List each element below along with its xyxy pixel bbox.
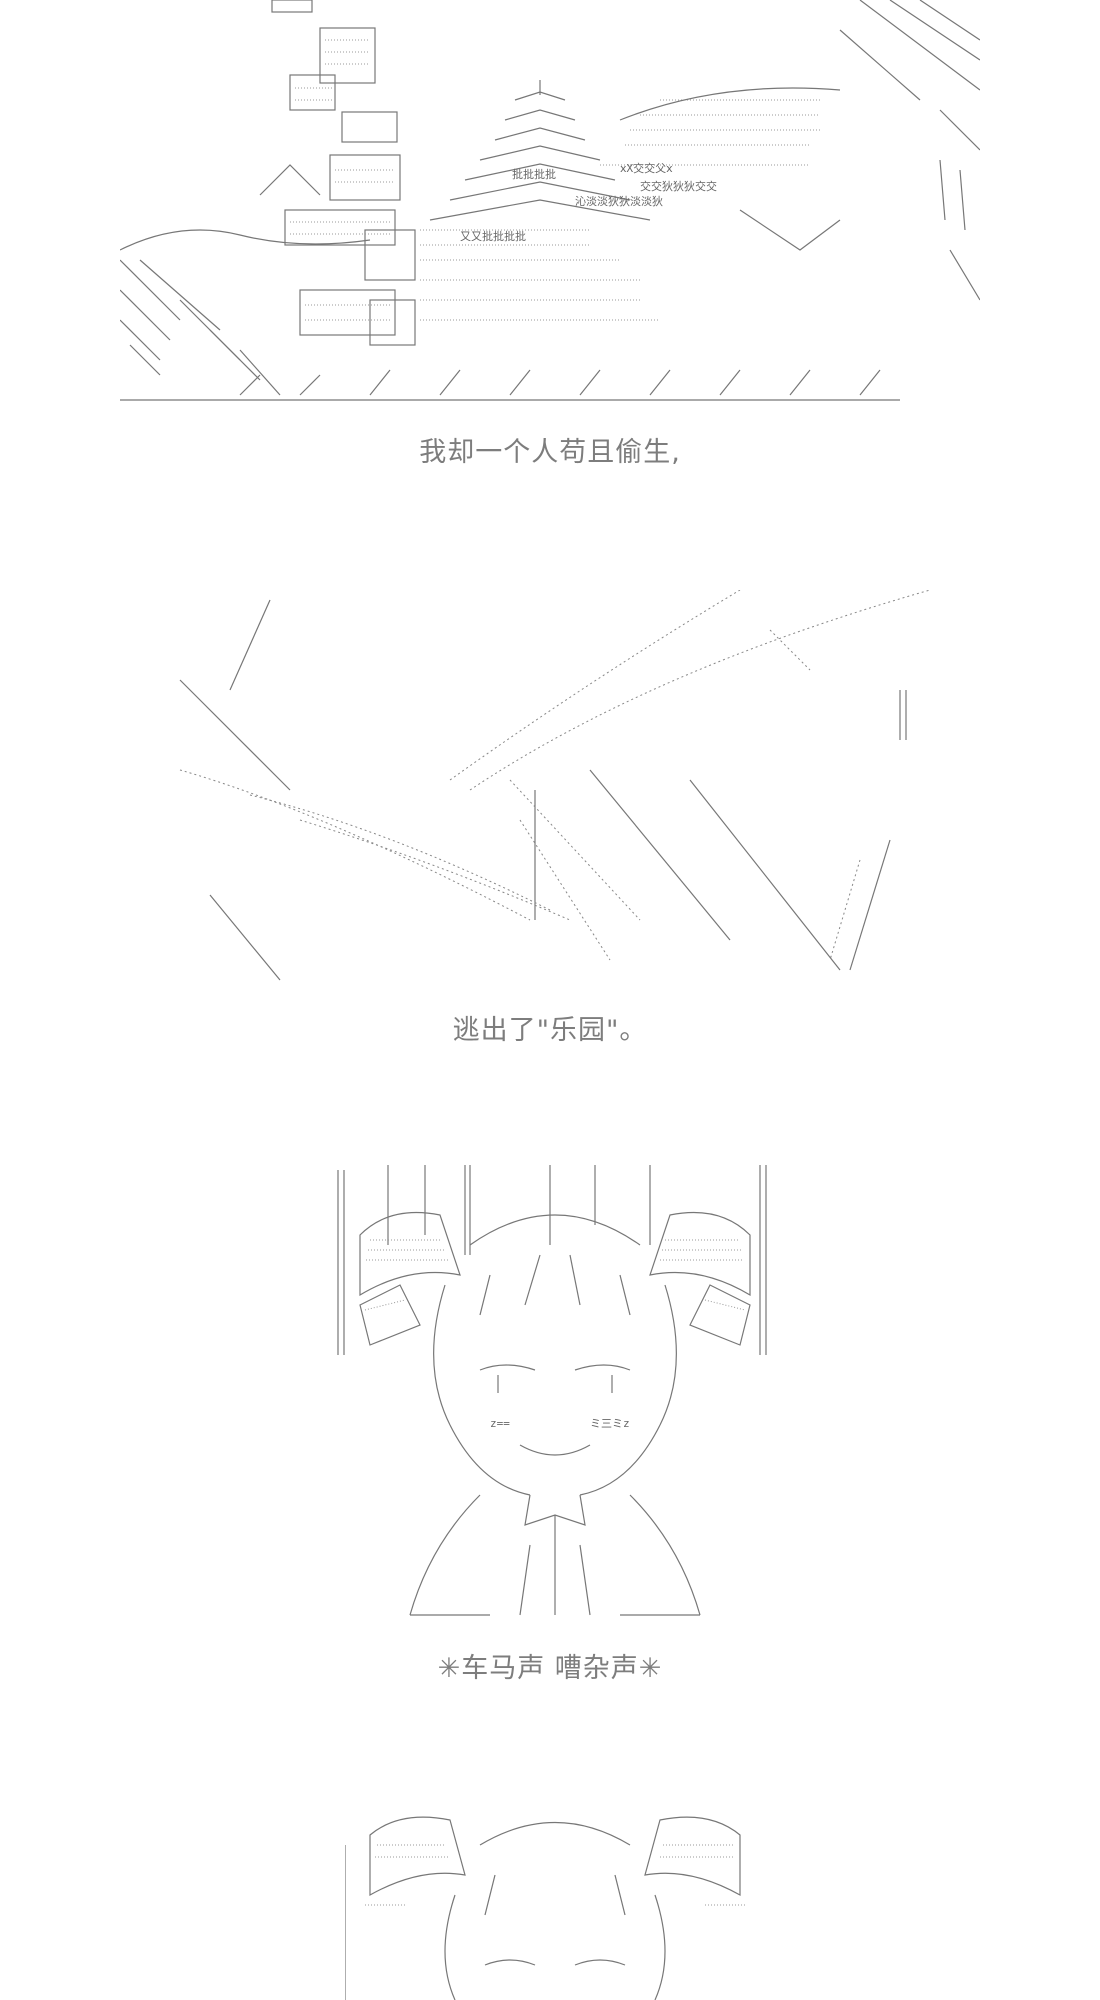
caption: ✳车马声 嘈杂声✳: [437, 1653, 663, 1684]
character-art-2: [345, 1816, 745, 2000]
art-text: 交交狄狄狄交交: [640, 179, 717, 193]
character-art: ミ三ミz z==: [337, 1165, 767, 1616]
art-panel-character-2: [345, 1805, 765, 2000]
caption: 我却一个人苟且偷生,: [419, 437, 681, 468]
speedlines-art: [179, 590, 930, 981]
art-panel-cityscape: 批批批批 ⅹX交交父ⅹ 沁淡淡狄狄淡淡狄 又又批批批批 交交狄狄狄交交: [120, 0, 980, 415]
cityscape-art: 批批批批 ⅹX交交父ⅹ 沁淡淡狄狄淡淡狄 又又批批批批 交交狄狄狄交交: [120, 0, 980, 401]
art-text: 批批批批: [512, 167, 556, 181]
art-text: ミ三ミz: [590, 1417, 630, 1430]
art-text: 又又批批批批: [460, 229, 526, 243]
caption: 逃出了"乐园"。: [452, 1015, 648, 1046]
art-panel-speedlines: [170, 590, 930, 990]
art-text: ⅹX交交父ⅹ: [620, 161, 673, 175]
art-text: 沁淡淡狄狄淡淡狄: [575, 195, 663, 208]
art-text: z==: [490, 1417, 510, 1430]
art-panel-character: ミ三ミz z==: [330, 1165, 780, 1635]
